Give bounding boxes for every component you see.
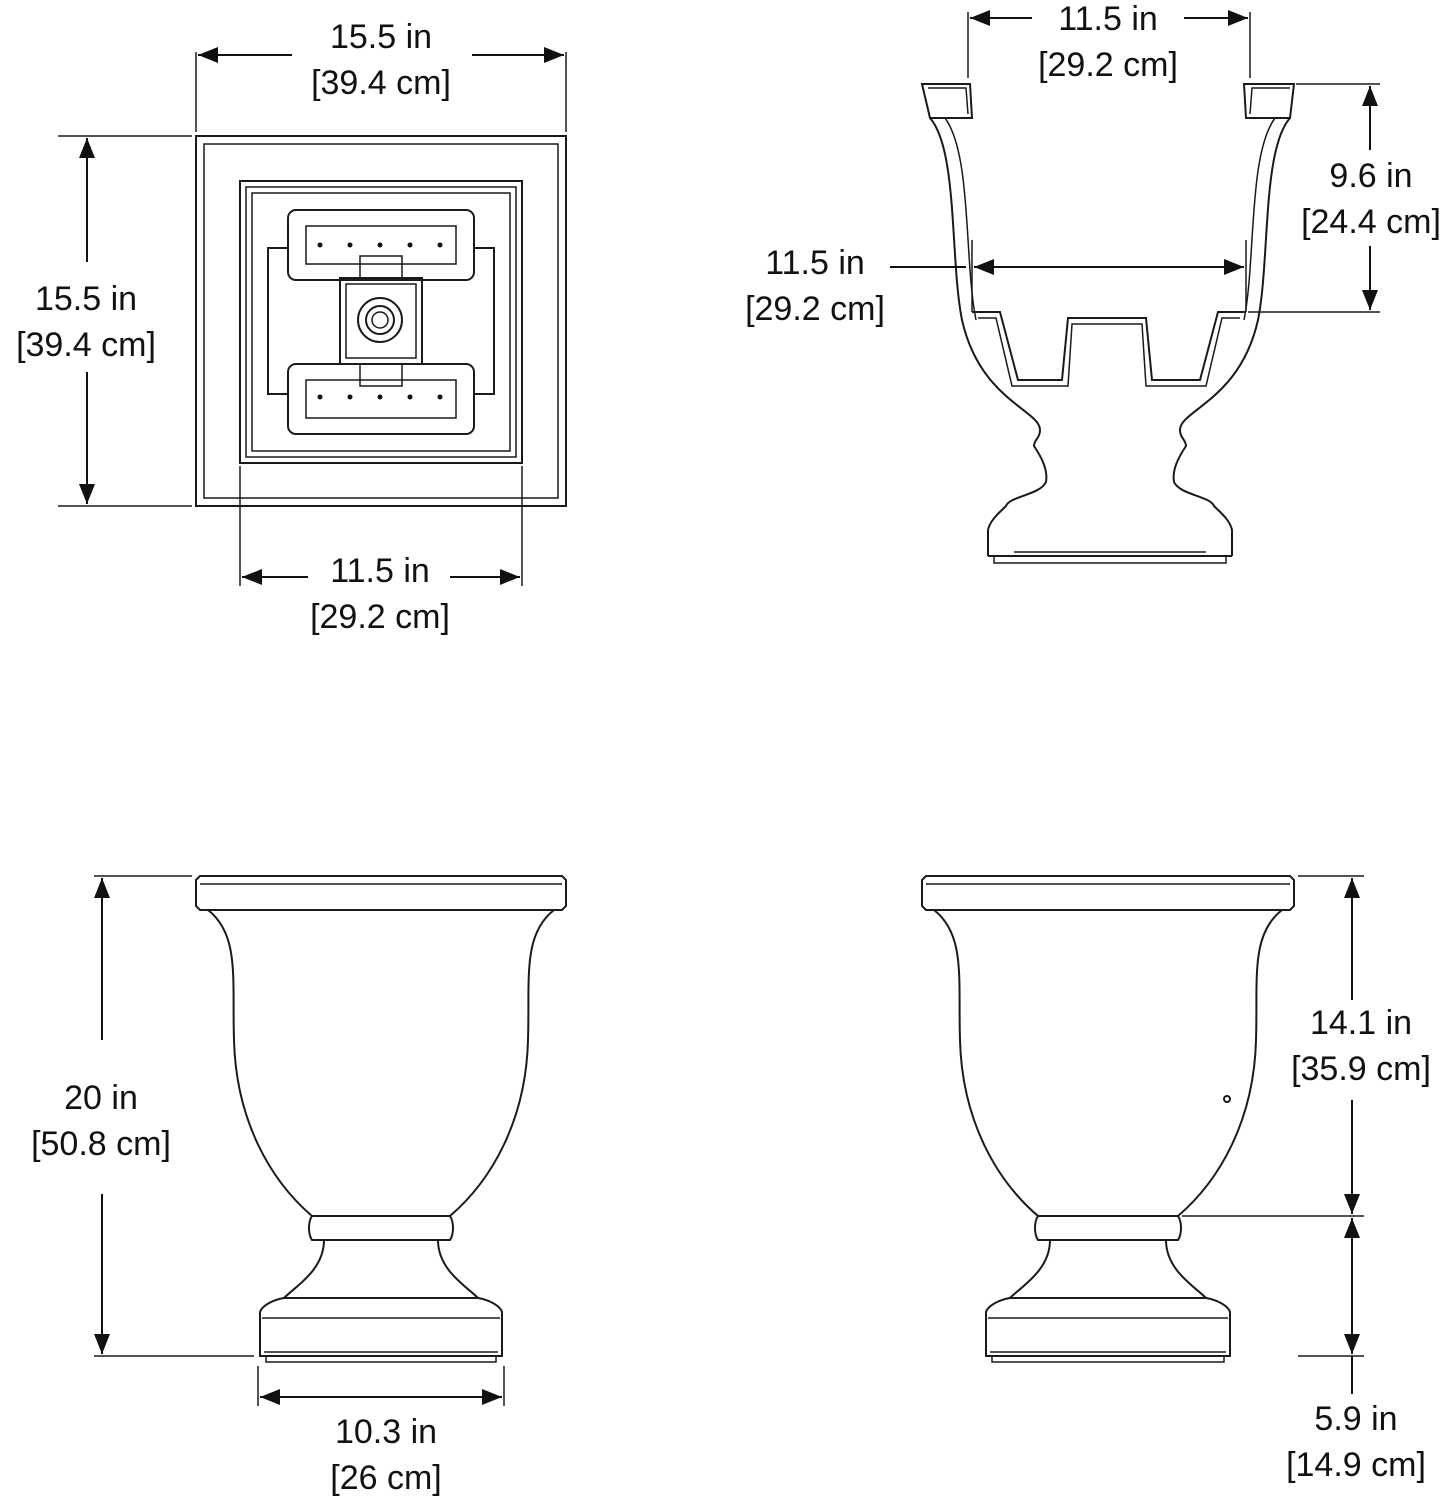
section-depth-cm: [24.4 cm] — [1301, 203, 1441, 241]
top-inner-in: 11.5 in — [330, 552, 430, 590]
top-width-cm: [39.4 cm] — [311, 64, 451, 102]
drain-holes-lower — [317, 394, 443, 400]
section-depth-in: 9.6 in — [1329, 157, 1412, 195]
rim — [921, 875, 1295, 911]
side-pedestal-in: 5.9 in — [1314, 1400, 1397, 1438]
water-fill-port — [357, 297, 403, 343]
front-height-cm: [50.8 cm] — [31, 1125, 171, 1163]
top-depth-cm: [39.4 cm] — [16, 326, 156, 364]
overflow-hole — [1223, 1095, 1231, 1103]
section-top-cm: [29.2 cm] — [1038, 46, 1178, 84]
side-bowl-in: 14.1 in — [1310, 1004, 1412, 1042]
section-insert-cm: [29.2 cm] — [745, 290, 885, 328]
top-width-in: 15.5 in — [330, 18, 432, 56]
front-view: 20 in [50.8 cm] 10.3 in [26 cm] — [31, 875, 567, 1497]
top-view: 15.5 in [39.4 cm] 15.5 in [39.4 cm] 11.5… — [16, 18, 567, 636]
side-pedestal-cm: [14.9 cm] — [1286, 1446, 1426, 1484]
side-bowl-cm: [35.9 cm] — [1291, 1050, 1431, 1088]
section-top-in: 11.5 in — [1058, 0, 1158, 38]
rim — [195, 875, 567, 911]
section-insert-in: 11.5 in — [765, 244, 865, 282]
top-depth-in: 15.5 in — [35, 280, 137, 318]
self-watering-insert — [972, 311, 1246, 381]
section-view: 11.5 in [29.2 cm] 11.5 in [29.2 cm] 9.6 … — [745, 0, 1441, 564]
outer-rim-square — [195, 135, 567, 507]
drain-holes-upper — [317, 242, 443, 248]
reservoir-upper — [287, 209, 475, 281]
front-base-in: 10.3 in — [335, 1413, 437, 1451]
inner-opening-square — [239, 180, 523, 464]
center-column — [339, 277, 423, 365]
front-height-in: 20 in — [64, 1079, 138, 1117]
top-inner-cm: [29.2 cm] — [310, 598, 450, 636]
front-base-cm: [26 cm] — [330, 1459, 441, 1497]
side-view: 14.1 in [35.9 cm] 5.9 in [14.9 cm] — [921, 875, 1431, 1484]
